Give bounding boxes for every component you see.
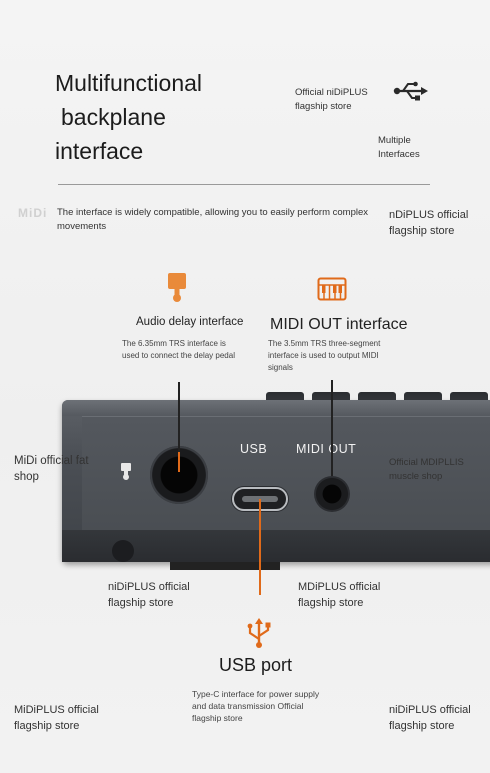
device-bottom xyxy=(62,530,490,562)
midi-out-title: MIDI OUT interface xyxy=(270,316,408,333)
usb-port-desc: Type-C interface for power supply and da… xyxy=(192,689,320,723)
intro-text: The interface is widely compatible, allo… xyxy=(57,207,368,232)
midi-out-port-label: MIDI OUT xyxy=(296,442,357,456)
bottom-left-label: MiDiPLUS official flagship store xyxy=(14,704,99,732)
store-label-top: Official niDiPLUS flagship store xyxy=(295,87,368,112)
audio-callout-line xyxy=(178,382,180,452)
audio-delay-title: Audio delay interface xyxy=(136,316,244,328)
keyboard-icon xyxy=(317,277,347,301)
usb-port-title: USB port xyxy=(219,655,293,675)
midi-callout-line xyxy=(331,380,333,476)
right-shop-label: Official MDIPLLIS muscle shop xyxy=(389,457,464,482)
audio-delay-desc: The 6.35mm TRS interface is used to conn… xyxy=(122,339,235,360)
usb-callout-line xyxy=(259,499,261,595)
title-line-3: interface xyxy=(55,138,144,164)
device-stand xyxy=(170,562,280,570)
usb-trident-icon xyxy=(243,617,275,649)
usb-icon xyxy=(393,80,429,102)
jack-symbol-icon xyxy=(120,462,132,482)
midi-out-desc: The 3.5mm TRS three-segment interface is… xyxy=(268,339,381,372)
audio-callout-line-accent xyxy=(178,452,180,472)
device-foot xyxy=(112,540,134,562)
audio-jack-icon xyxy=(166,271,188,305)
below-right-label: MDiPLUS official flagship store xyxy=(298,581,381,609)
page-title: Multifunctional backplane interface xyxy=(55,66,295,168)
store-label-right: nDiPLUS official flagship store xyxy=(389,209,469,237)
logo-watermark: MiDi xyxy=(18,206,48,220)
title-line-2: backplane xyxy=(61,104,166,130)
bottom-right-label: niDiPLUS official flagship store xyxy=(389,704,471,732)
below-left-label: niDiPLUS official flagship store xyxy=(108,581,190,609)
multiple-interfaces-label: Multiple Interfaces xyxy=(378,135,420,160)
left-shop-label: MiDi official fat shop xyxy=(14,455,89,483)
title-line-1: Multifunctional xyxy=(55,70,203,96)
midi-out-jack-port xyxy=(314,476,350,512)
usb-port-label: USB xyxy=(240,442,268,456)
divider xyxy=(58,184,430,185)
device-top-edge xyxy=(62,400,490,416)
